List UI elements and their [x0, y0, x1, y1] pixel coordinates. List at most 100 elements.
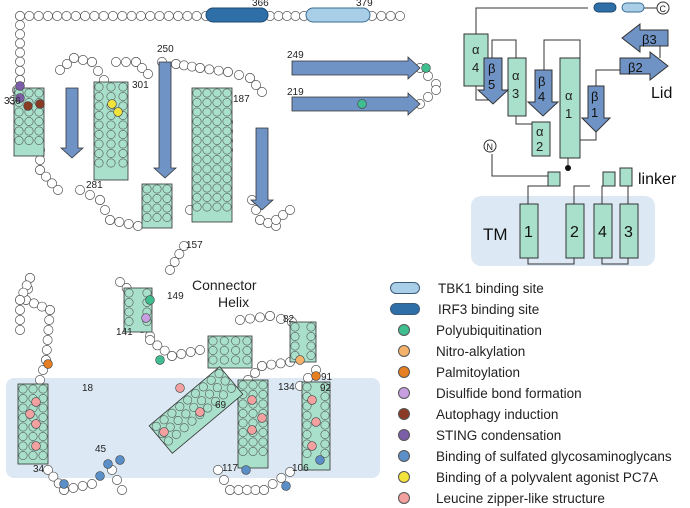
residue-bead [220, 376, 230, 386]
residue-bead [208, 355, 218, 365]
residue-bead [15, 29, 25, 40]
residue-bead [41, 345, 52, 355]
residue-bead [24, 88, 34, 98]
residue-bead [167, 408, 177, 418]
label-250: 250 [157, 44, 174, 55]
residue-bead [306, 331, 316, 341]
residue-bead [302, 382, 312, 392]
residue-bead [306, 341, 316, 351]
svg-text:5: 5 [488, 77, 495, 92]
helix-alpha4-label: α [472, 42, 480, 57]
residue-bead [302, 448, 312, 458]
residue-bead [202, 193, 212, 203]
residue-bead [202, 126, 212, 136]
residue-bead [202, 155, 212, 165]
residue-bead [191, 11, 202, 21]
residue-bead [192, 88, 202, 98]
residue-bead [145, 11, 156, 21]
residue-bead [62, 59, 72, 69]
strand-arrow [249, 127, 275, 211]
residue-bead [43, 465, 53, 475]
residue-bead [251, 205, 261, 215]
residue-bead [192, 183, 202, 193]
residue-bead [98, 11, 109, 21]
residue-bead [212, 183, 222, 193]
residue-bead [124, 297, 134, 307]
residue-bead [302, 401, 312, 411]
modification-dot [59, 479, 69, 489]
residue-bead [24, 11, 35, 21]
residue-bead [219, 475, 229, 485]
residue-bead [18, 441, 28, 451]
label-366: 366 [252, 0, 269, 9]
modification-dot [247, 395, 257, 405]
residue-bead [231, 355, 241, 365]
label-219: 219 [287, 87, 304, 98]
residue-bead [162, 203, 172, 213]
modification-dot [247, 425, 257, 435]
label-249: 249 [287, 50, 304, 61]
residue-bead [258, 437, 268, 447]
label-45: 45 [95, 444, 107, 455]
residue-bead [94, 120, 104, 130]
residue-bead [182, 11, 193, 21]
helix-label: Helix [218, 294, 249, 310]
residue-bead [195, 63, 205, 73]
residue-bead [320, 391, 330, 401]
residue-bead [192, 164, 202, 174]
legend-swatch [398, 471, 410, 483]
residue-bead [248, 446, 258, 456]
svg-text:β: β [591, 89, 598, 104]
modification-dot [159, 427, 169, 437]
residue-bead [238, 418, 248, 428]
residue-bead [423, 92, 433, 102]
helix-alpha2 [531, 121, 551, 157]
residue-bead [202, 174, 212, 184]
modification-dot [141, 313, 151, 323]
legend-label: Autophagy induction [436, 406, 559, 422]
residue-bead [206, 375, 216, 385]
residue-bead [222, 155, 232, 165]
residue-bead [306, 350, 316, 360]
residue-bead [198, 382, 208, 392]
legend-item: STING condensation [388, 425, 561, 445]
modification-dot [357, 99, 367, 109]
residue-bead [266, 359, 277, 370]
residue-bead [303, 373, 313, 383]
residue-bead [75, 185, 85, 195]
svg-text:1: 1 [565, 106, 572, 121]
residue-bead [192, 136, 202, 146]
legend-swatch [398, 429, 410, 441]
residue-bead [159, 415, 169, 425]
svg-text:3: 3 [624, 224, 633, 241]
residue-bead [118, 101, 128, 111]
legend-swatch [398, 450, 410, 462]
residue-bead [202, 98, 212, 108]
residue-bead [34, 88, 44, 98]
residue-bead [320, 420, 330, 430]
strand-arrow [291, 92, 421, 116]
svg-text:β3: β3 [642, 32, 657, 47]
modification-dot [115, 455, 125, 465]
residue-bead [24, 136, 34, 146]
residue-bead [43, 325, 54, 335]
tbk1-binding-site [305, 7, 371, 23]
label-379: 379 [356, 0, 373, 9]
residue-bead [250, 485, 261, 495]
residue-bead [290, 331, 300, 341]
residue-bead [192, 98, 202, 108]
residue-bead [89, 11, 100, 21]
residue-bead [52, 11, 63, 21]
residue-bead [87, 57, 97, 67]
legend-item: IRF3 binding site [388, 299, 539, 319]
residue-bead [258, 446, 268, 456]
residue-bead [70, 11, 81, 21]
residue-bead [152, 203, 162, 213]
residue-bead [275, 358, 286, 369]
label-281: 281 [86, 180, 103, 191]
residue-bead [106, 82, 116, 92]
residue-bead [106, 120, 116, 130]
residue-bead [173, 11, 184, 21]
residue-bead [142, 194, 152, 204]
residue-bead [152, 194, 162, 204]
